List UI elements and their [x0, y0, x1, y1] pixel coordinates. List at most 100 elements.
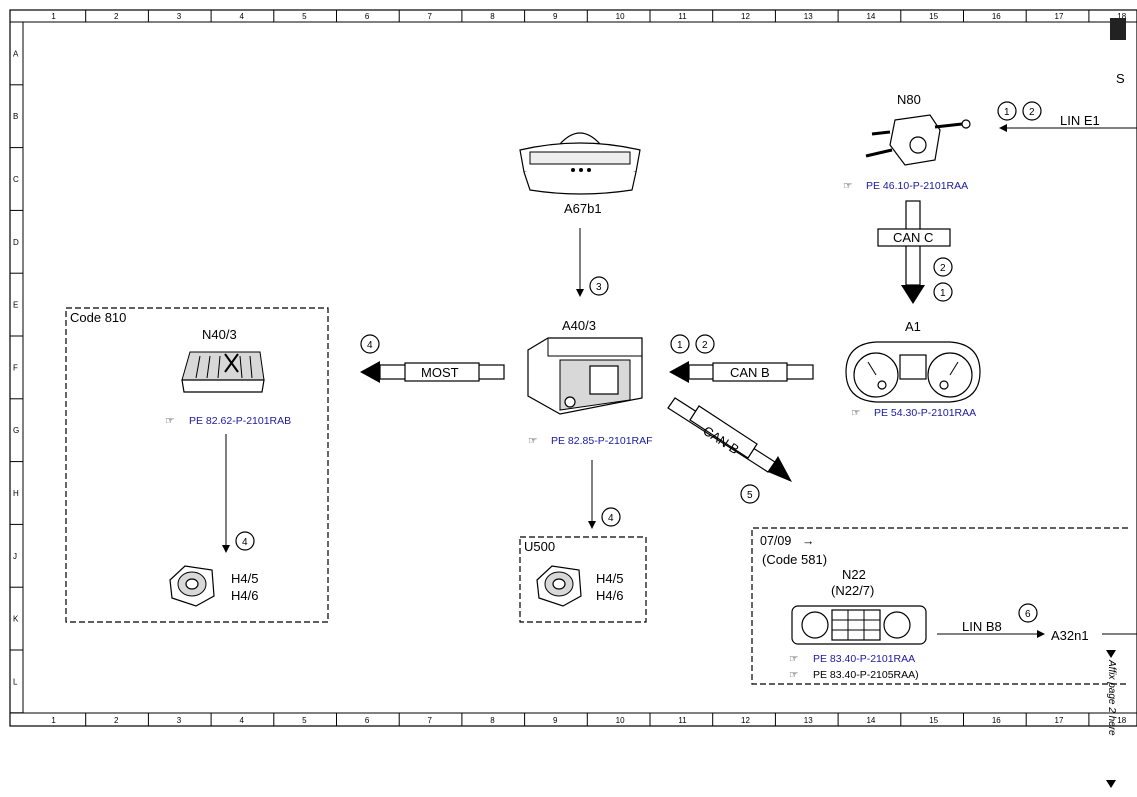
speaker-mid [536, 565, 582, 607]
grid-row-letter: E [13, 301, 18, 310]
grid-column-number: 18 [1117, 716, 1126, 725]
speaker-mid-line1: H4/5 [596, 571, 623, 586]
grid-column-number: 11 [678, 716, 687, 725]
n40-3-ref-link[interactable]: PE 82.62-P-2101RAB [189, 415, 291, 427]
grid-row-letter: G [13, 426, 19, 435]
grid-column-number: 8 [490, 716, 495, 725]
grid-column-number: 16 [992, 716, 1001, 725]
grid-row-letter: F [13, 363, 18, 372]
marker-number: 4 [242, 537, 248, 548]
grid-column-number: 16 [992, 12, 1001, 21]
a40-3-ref-link[interactable]: PE 82.85-P-2101RAF [551, 435, 653, 447]
grid-row-letter: D [13, 238, 19, 247]
grid-column-number: 12 [741, 716, 750, 725]
n22-climate-control-unit [791, 605, 927, 645]
marker-number: 1 [940, 288, 946, 299]
marker-number: 2 [702, 340, 708, 351]
n80-steering-module [865, 114, 971, 166]
grid-column-number: 2 [114, 716, 119, 725]
drawing-frame [9, 9, 1137, 727]
n80-label: N80 [897, 92, 921, 107]
grid-column-number: 7 [428, 716, 433, 725]
grid-column-number: 3 [177, 716, 182, 725]
n80-ref-link[interactable]: PE 46.10-P-2101RAA [866, 180, 968, 192]
marker-number: 3 [596, 282, 602, 293]
u500-label: U500 [524, 539, 555, 554]
code-581-box [751, 527, 1128, 685]
affix-arrow-top [1106, 650, 1116, 658]
grid-column-number: 10 [616, 12, 625, 21]
a32n1-label: A32n1 [1051, 628, 1089, 643]
grid-row-letter: L [13, 677, 18, 686]
hand-icon: ☞ [843, 180, 852, 192]
a67b1-label: A67b1 [564, 201, 602, 216]
u500-box [519, 536, 647, 623]
lin-e1-label: LIN E1 [1060, 113, 1100, 128]
hand-icon: ☞ [789, 669, 798, 681]
marker-number: 1 [677, 340, 683, 351]
marker-number: 2 [1029, 107, 1035, 118]
grid-column-number: 3 [177, 12, 182, 21]
grid-column-number: 18 [1117, 12, 1126, 21]
grid-column-number: 8 [490, 12, 495, 21]
grid-column-number: 4 [239, 12, 244, 21]
a1-ref-link[interactable]: PE 54.30-P-2101RAA [874, 407, 976, 419]
grid-column-number: 14 [866, 12, 875, 21]
can-c-label: CAN C [893, 230, 933, 245]
grid-column-number: 13 [804, 12, 813, 21]
affix-arrow-bottom [1106, 780, 1116, 788]
n22-ref2-link[interactable]: PE 83.40-P-2105RAA) [813, 669, 919, 681]
grid-row-letter: K [13, 615, 19, 624]
marker-number: 4 [367, 340, 373, 351]
grid-column-number: 17 [1055, 716, 1064, 725]
grid-column-number: 4 [239, 716, 244, 725]
grid-column-number: 10 [616, 716, 625, 725]
a40-3-head-unit [527, 337, 643, 415]
grid-column-number: 14 [866, 716, 875, 725]
speaker-left-line2: H4/6 [231, 588, 258, 603]
grid-row-letter: A [13, 49, 19, 58]
speaker-left-line1: H4/5 [231, 571, 258, 586]
grid-column-number: 9 [553, 12, 558, 21]
n40-3-amplifier [181, 351, 265, 393]
hand-icon: ☞ [528, 435, 537, 447]
n22-sublabel: (N22/7) [831, 583, 874, 598]
marker-number: 4 [608, 513, 614, 524]
most-label: MOST [421, 365, 459, 380]
speaker-mid-line2: H4/6 [596, 588, 623, 603]
grid-row-letter: H [13, 489, 19, 498]
a1-label: A1 [905, 319, 921, 334]
a1-instrument-cluster [845, 341, 981, 403]
code-581-label: (Code 581) [762, 552, 827, 567]
lin-b8-label: LIN B8 [962, 619, 1002, 634]
can-b-bus [669, 361, 814, 383]
hand-icon: ☞ [789, 653, 798, 665]
affix-note: Affix page 2 here [1106, 659, 1117, 736]
grid-row-letter: J [13, 552, 17, 561]
a40-3-label: A40/3 [562, 318, 596, 333]
a67b1-interior-mirror [519, 132, 641, 195]
can-b-diagonal-bus [667, 397, 792, 482]
hand-icon: ☞ [165, 415, 174, 427]
grid-column-number: 7 [428, 12, 433, 21]
code-581-arrow: → [802, 534, 815, 548]
code-810-label: Code 810 [70, 310, 126, 325]
n22-ref1-link[interactable]: PE 83.40-P-2101RAA [813, 653, 915, 665]
most-bus [360, 361, 505, 383]
code-810-box [65, 307, 329, 623]
hand-icon: ☞ [851, 407, 860, 419]
grid-column-number: 5 [302, 716, 307, 725]
grid-column-number: 5 [302, 12, 307, 21]
grid-column-number: 17 [1055, 12, 1064, 21]
grid-column-number: 12 [741, 12, 750, 21]
grid-column-number: 2 [114, 12, 119, 21]
can-c-bus [877, 200, 951, 304]
marker-circle [589, 276, 609, 296]
grid-column-number: 11 [678, 12, 687, 21]
grid-column-number: 6 [365, 12, 370, 21]
marker-number: 6 [1025, 609, 1031, 620]
n40-3-label: N40/3 [202, 327, 237, 342]
grid-column-number: 1 [51, 716, 56, 725]
